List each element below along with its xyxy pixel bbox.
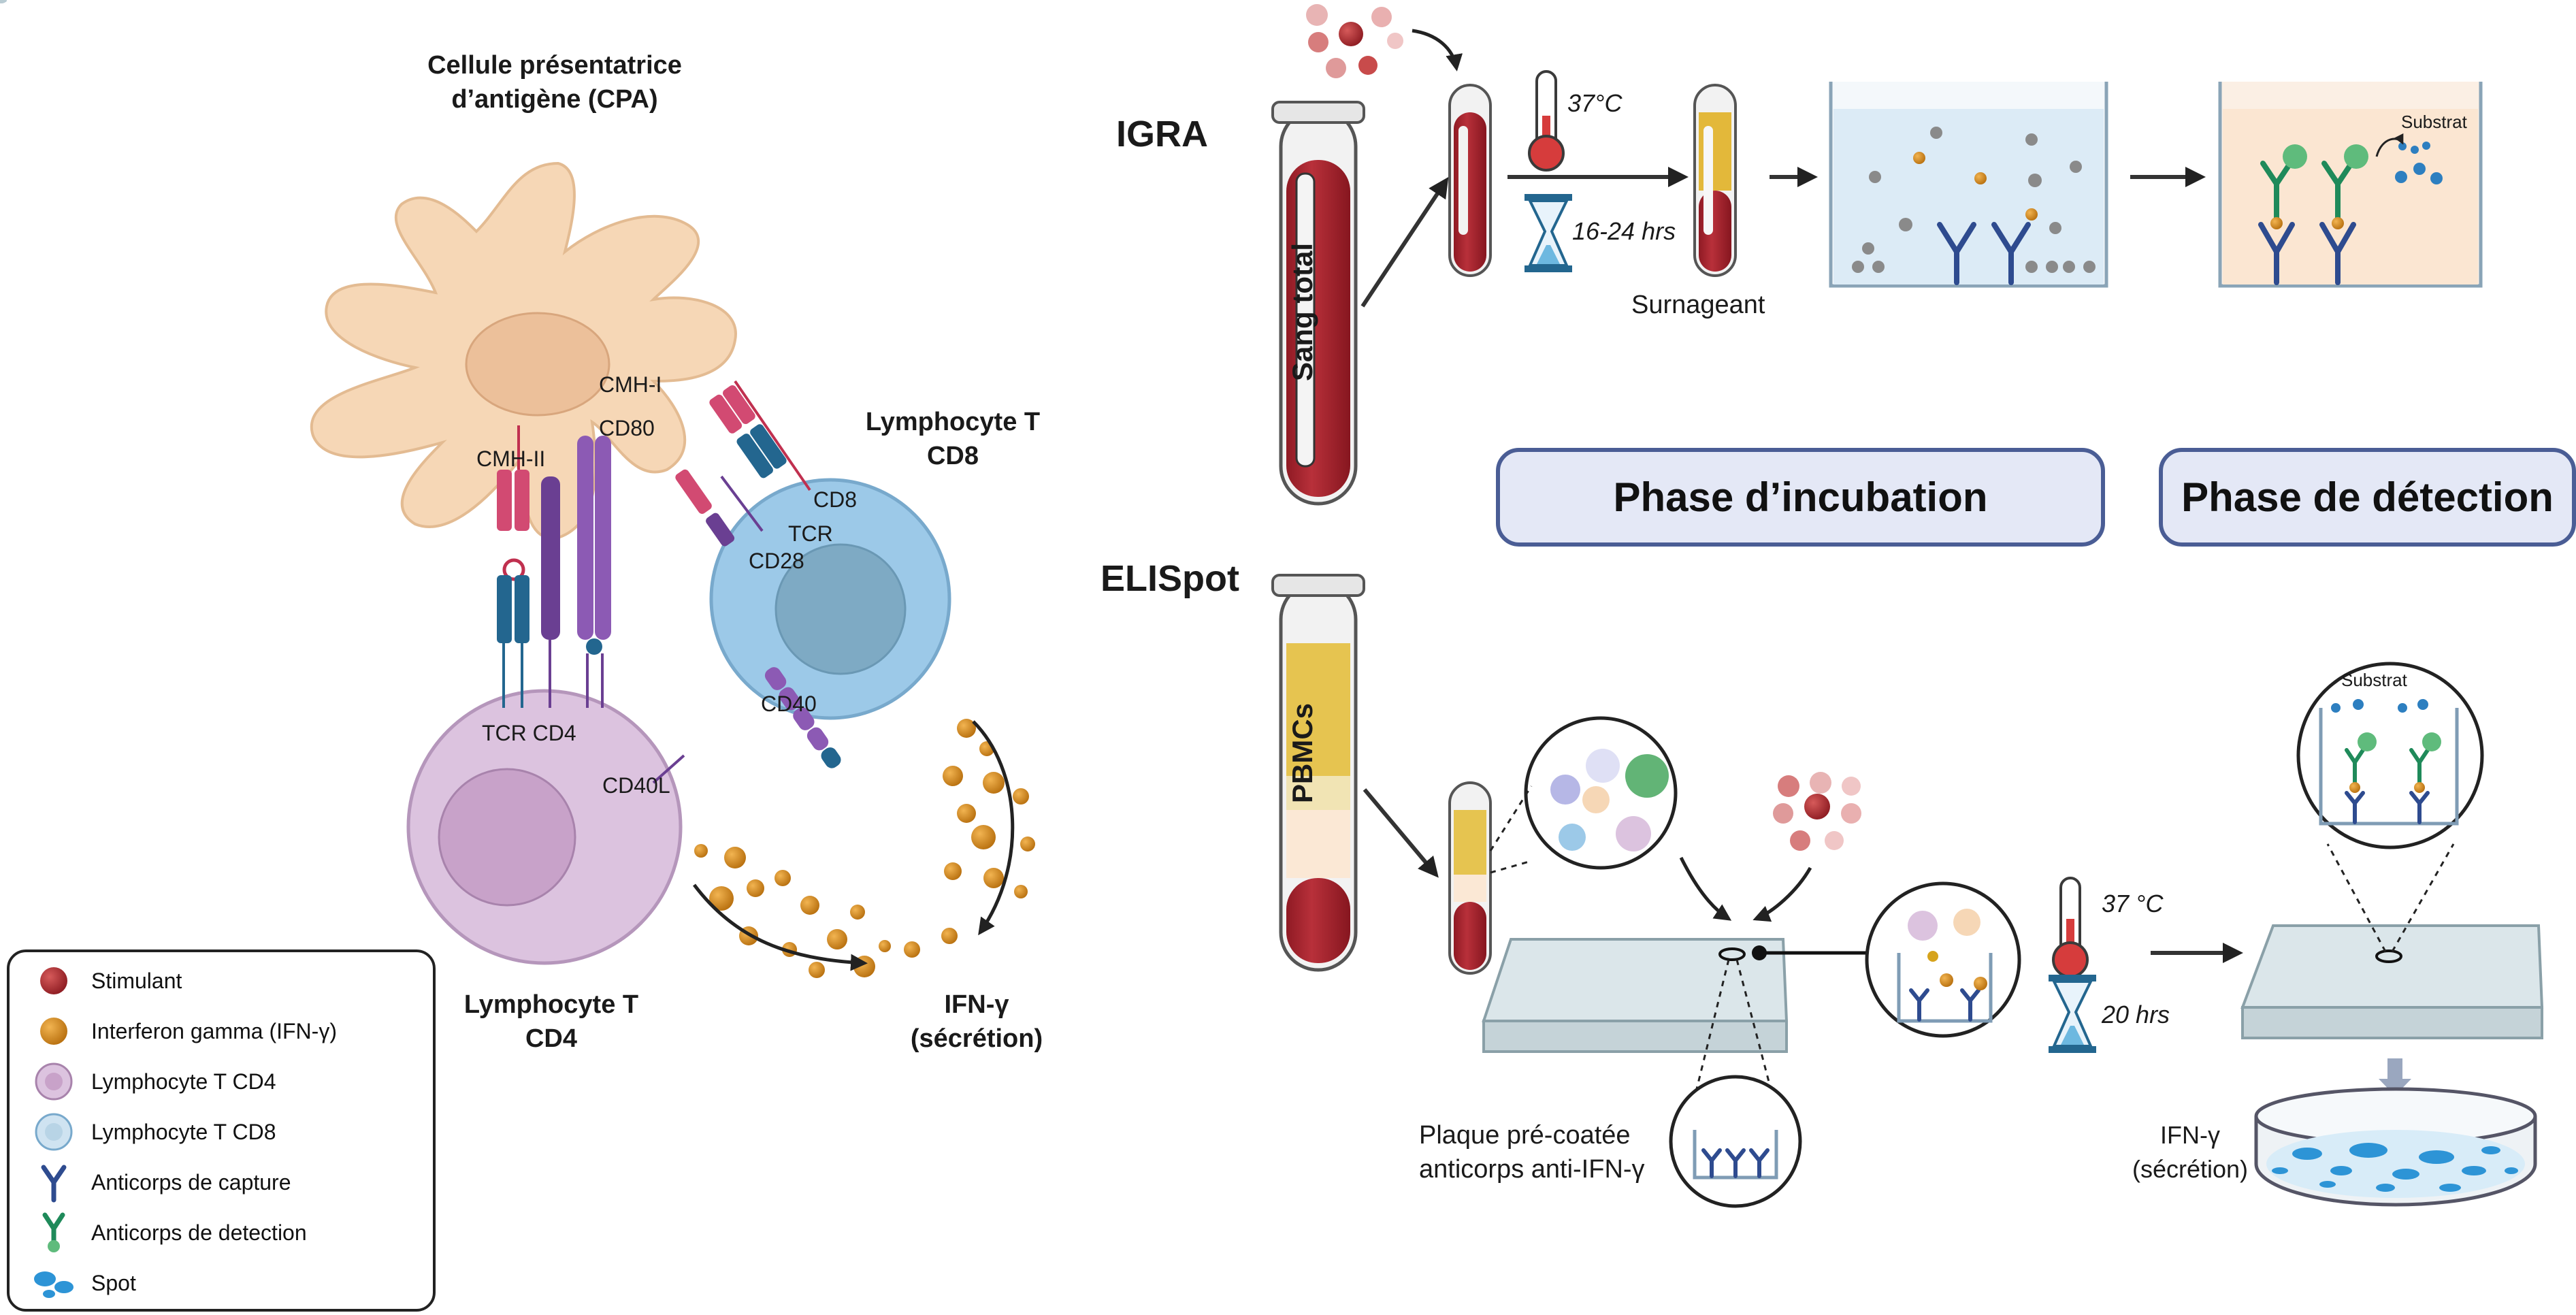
cd8-title-line1: Lymphocyte T (866, 408, 1040, 436)
cd8-cell (709, 478, 951, 720)
cd4-title-line1: Lymphocyte T (464, 990, 638, 1019)
cmh1-tcr-cd8-complex (675, 380, 811, 547)
label-cmh2: CMH-II (476, 447, 545, 471)
legend-item-ifn: Interferon gamma (IFN-γ) (30, 1011, 337, 1052)
igra-elisa-well (1829, 82, 2108, 288)
elispot-title: ELISpot (1100, 558, 1239, 599)
thermometer-icon (1528, 70, 1565, 172)
legend-label: Spot (91, 1270, 136, 1295)
elispot-secretion-zoom (1865, 881, 2021, 1038)
elispot-pbmc-tube (1271, 574, 1365, 972)
cd8-title-line2: CD8 (927, 442, 979, 470)
ifn-gamma-dots (694, 719, 1035, 978)
igra-tube-label: Sang total (1286, 243, 1318, 381)
phase-incubation-box: Phase d’incubation (1496, 448, 2105, 547)
igra-detection-well (2218, 82, 2483, 288)
label-tcr-cd8: TCR (788, 521, 833, 546)
cpa-cell (310, 161, 737, 540)
phase-detection-label: Phase de détection (2181, 474, 2554, 520)
stimulant-arrow-to-plate (1752, 866, 1812, 922)
cmh2-tcr-complex (497, 425, 529, 708)
hourglass-icon (1525, 194, 1572, 272)
igra-blood-tube (1271, 101, 1365, 506)
igra-small-tube (1448, 84, 1492, 277)
elispot-detection-zoom (2296, 662, 2484, 849)
igra-supernatant-tube (1693, 84, 1737, 277)
spot-icon (30, 1263, 78, 1303)
legend-label: Interferon gamma (IFN-γ) (91, 1018, 337, 1043)
igra-arrow-to-small-tube (1360, 177, 1449, 308)
label-tcr-cd4: TCR CD4 (482, 721, 576, 745)
elispot-cells-zoom (1524, 716, 1678, 870)
spot-petri-dish (2254, 1087, 2537, 1207)
cd4-cell (406, 689, 683, 965)
down-arrow-icon (2379, 1058, 2411, 1096)
legend-item-cd8: Lymphocyte T CD8 (30, 1111, 276, 1152)
legend-item-capture: Anticorps de capture (30, 1162, 291, 1203)
phase-incubation-label: Phase d’incubation (1613, 474, 1988, 520)
cd8-cell-icon (30, 1111, 78, 1152)
phase-detection-box: Phase de détection (2159, 448, 2576, 547)
elispot-small-tube (1448, 781, 1492, 975)
thermometer-icon-elispot (2052, 877, 2089, 978)
cpa-title-line1: Cellule présentatrice (427, 51, 682, 80)
igra-temperature: 37°C (1567, 89, 1623, 117)
legend-item-cd4: Lymphocyte T CD4 (30, 1061, 276, 1102)
ifn-title-line1: IFN-γ (945, 990, 1009, 1019)
elispot-tube-label: PBMCs (1286, 703, 1318, 803)
legend-item-detection: Anticorps de detection (30, 1212, 307, 1253)
plate-label-line1: Plaque pré-coatée (1419, 1121, 1631, 1150)
elispot-temperature: 37 °C (2102, 890, 2164, 918)
legend-item-stimulant: Stimulant (30, 960, 182, 1001)
igra-title: IGRA (1116, 114, 1208, 155)
stimulant-arrow-igra (1412, 29, 1463, 71)
cd4-cell-icon (30, 1061, 78, 1102)
cd40-cd40l-complex (652, 667, 841, 784)
ifn-title-line2: (sécrétion) (911, 1024, 1043, 1053)
igra-supernatant-label: Surnageant (1631, 291, 1765, 319)
elispot-ifn-line1: IFN-γ (2160, 1121, 2220, 1149)
legend-label: Stimulant (91, 968, 182, 993)
stimulant-icon (30, 960, 78, 1001)
detection-antibody-icon (30, 1212, 78, 1253)
legend-label: Lymphocyte T CD4 (91, 1069, 276, 1094)
elispot-plate-detection (0, 0, 2544, 1039)
cd4-title-line2: CD4 (525, 1024, 577, 1053)
label-cd8: CD8 (813, 487, 857, 512)
elispot-substrat-label: Substrat (2341, 670, 2408, 690)
elispot-coated-well-zoom (1669, 1075, 1802, 1208)
legend: Stimulant Interferon gamma (IFN-γ) Lymph… (7, 949, 436, 1312)
cpa-title-line2: d’antigène (CPA) (451, 85, 657, 114)
cells-arrow-to-plate (1679, 856, 1732, 921)
label-cd40l: CD40L (602, 773, 670, 798)
igra-substrat-label: Substrat (2401, 112, 2468, 132)
elispot-ifn-line2: (sécrétion) (2132, 1155, 2248, 1183)
igra-time: 16-24 hrs (1572, 217, 1676, 245)
igra-stimulant-dots (1306, 4, 1403, 78)
ifn-arrow-cd4 (693, 883, 868, 971)
label-cmh1: CMH-I (599, 372, 662, 397)
cd4-molecule (541, 476, 560, 708)
capture-antibody-icon (30, 1162, 78, 1203)
legend-label: Anticorps de detection (91, 1220, 307, 1245)
legend-label: Lymphocyte T CD8 (91, 1119, 276, 1144)
hourglass-icon-elispot (2049, 975, 2096, 1053)
elispot-stimulant-dots (1773, 772, 1861, 851)
legend-label: Anticorps de capture (91, 1169, 291, 1195)
elispot-arrow-to-small-tube (1363, 788, 1439, 878)
ifn-gamma-icon (30, 1011, 78, 1052)
label-cd80: CD80 (599, 416, 655, 440)
cd80-cd28-complex (577, 436, 611, 708)
plate-label-line2: anticorps anti-IFN-γ (1419, 1155, 1645, 1184)
legend-item-spot: Spot (30, 1263, 136, 1303)
ifn-arrow-cd8 (972, 720, 1015, 936)
label-cd40: CD40 (761, 692, 817, 716)
label-cd28: CD28 (749, 549, 804, 573)
elispot-time: 20 hrs (2101, 1001, 2170, 1028)
